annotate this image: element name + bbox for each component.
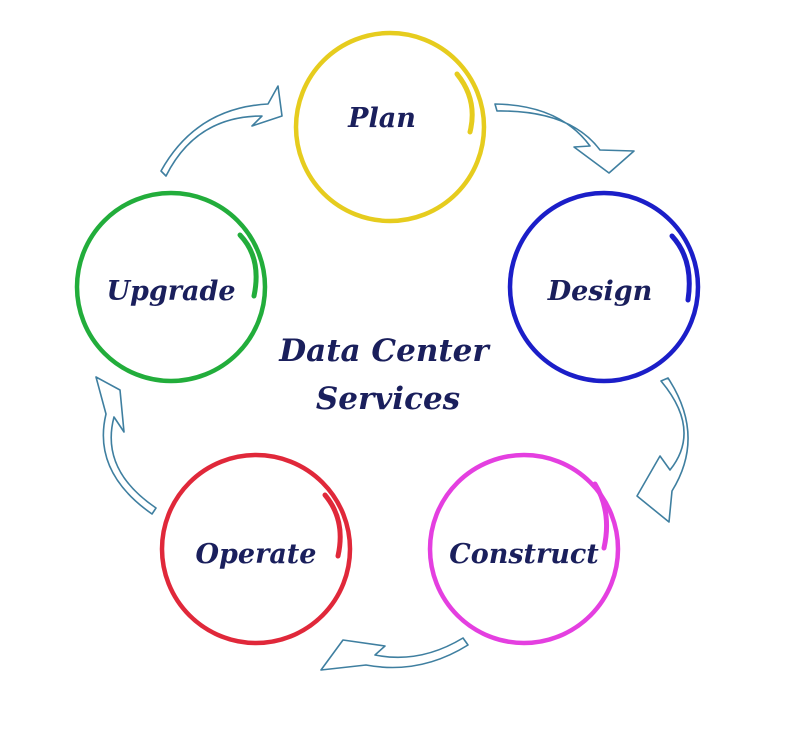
arrow-operate-to-upgrade [95,376,157,515]
arrow-upgrade-to-plan [160,85,283,177]
stage-design: Design [507,190,701,384]
stage-operate: Operate [159,452,353,646]
arrow-plan-to-design [494,103,635,174]
upgrade-circle [74,190,268,384]
stage-label-construct: Construct [449,539,599,570]
plan-circle-tail [454,71,475,135]
stage-plan: Plan [293,30,487,224]
stage-label-upgrade: Upgrade [106,276,235,307]
arrow-design-to-construct [636,377,689,523]
design-circle-tail [669,233,692,303]
plan-circle [293,30,487,224]
stage-label-design: Design [547,276,653,307]
operate-circle-tail [322,492,343,559]
construct-circle-tail [592,481,610,551]
stage-label-operate: Operate [196,539,317,570]
center-title-line2: Services [316,381,460,417]
arrow-construct-to-operate [320,637,469,671]
stage-upgrade: Upgrade [74,190,268,384]
operate-circle [159,452,353,646]
center-title-line1: Data Center [278,333,491,369]
construct-circle [427,452,621,646]
upgrade-circle-tail [237,232,259,299]
stage-construct: Construct [427,452,621,646]
stage-label-plan: Plan [347,103,416,134]
design-circle [507,190,701,384]
